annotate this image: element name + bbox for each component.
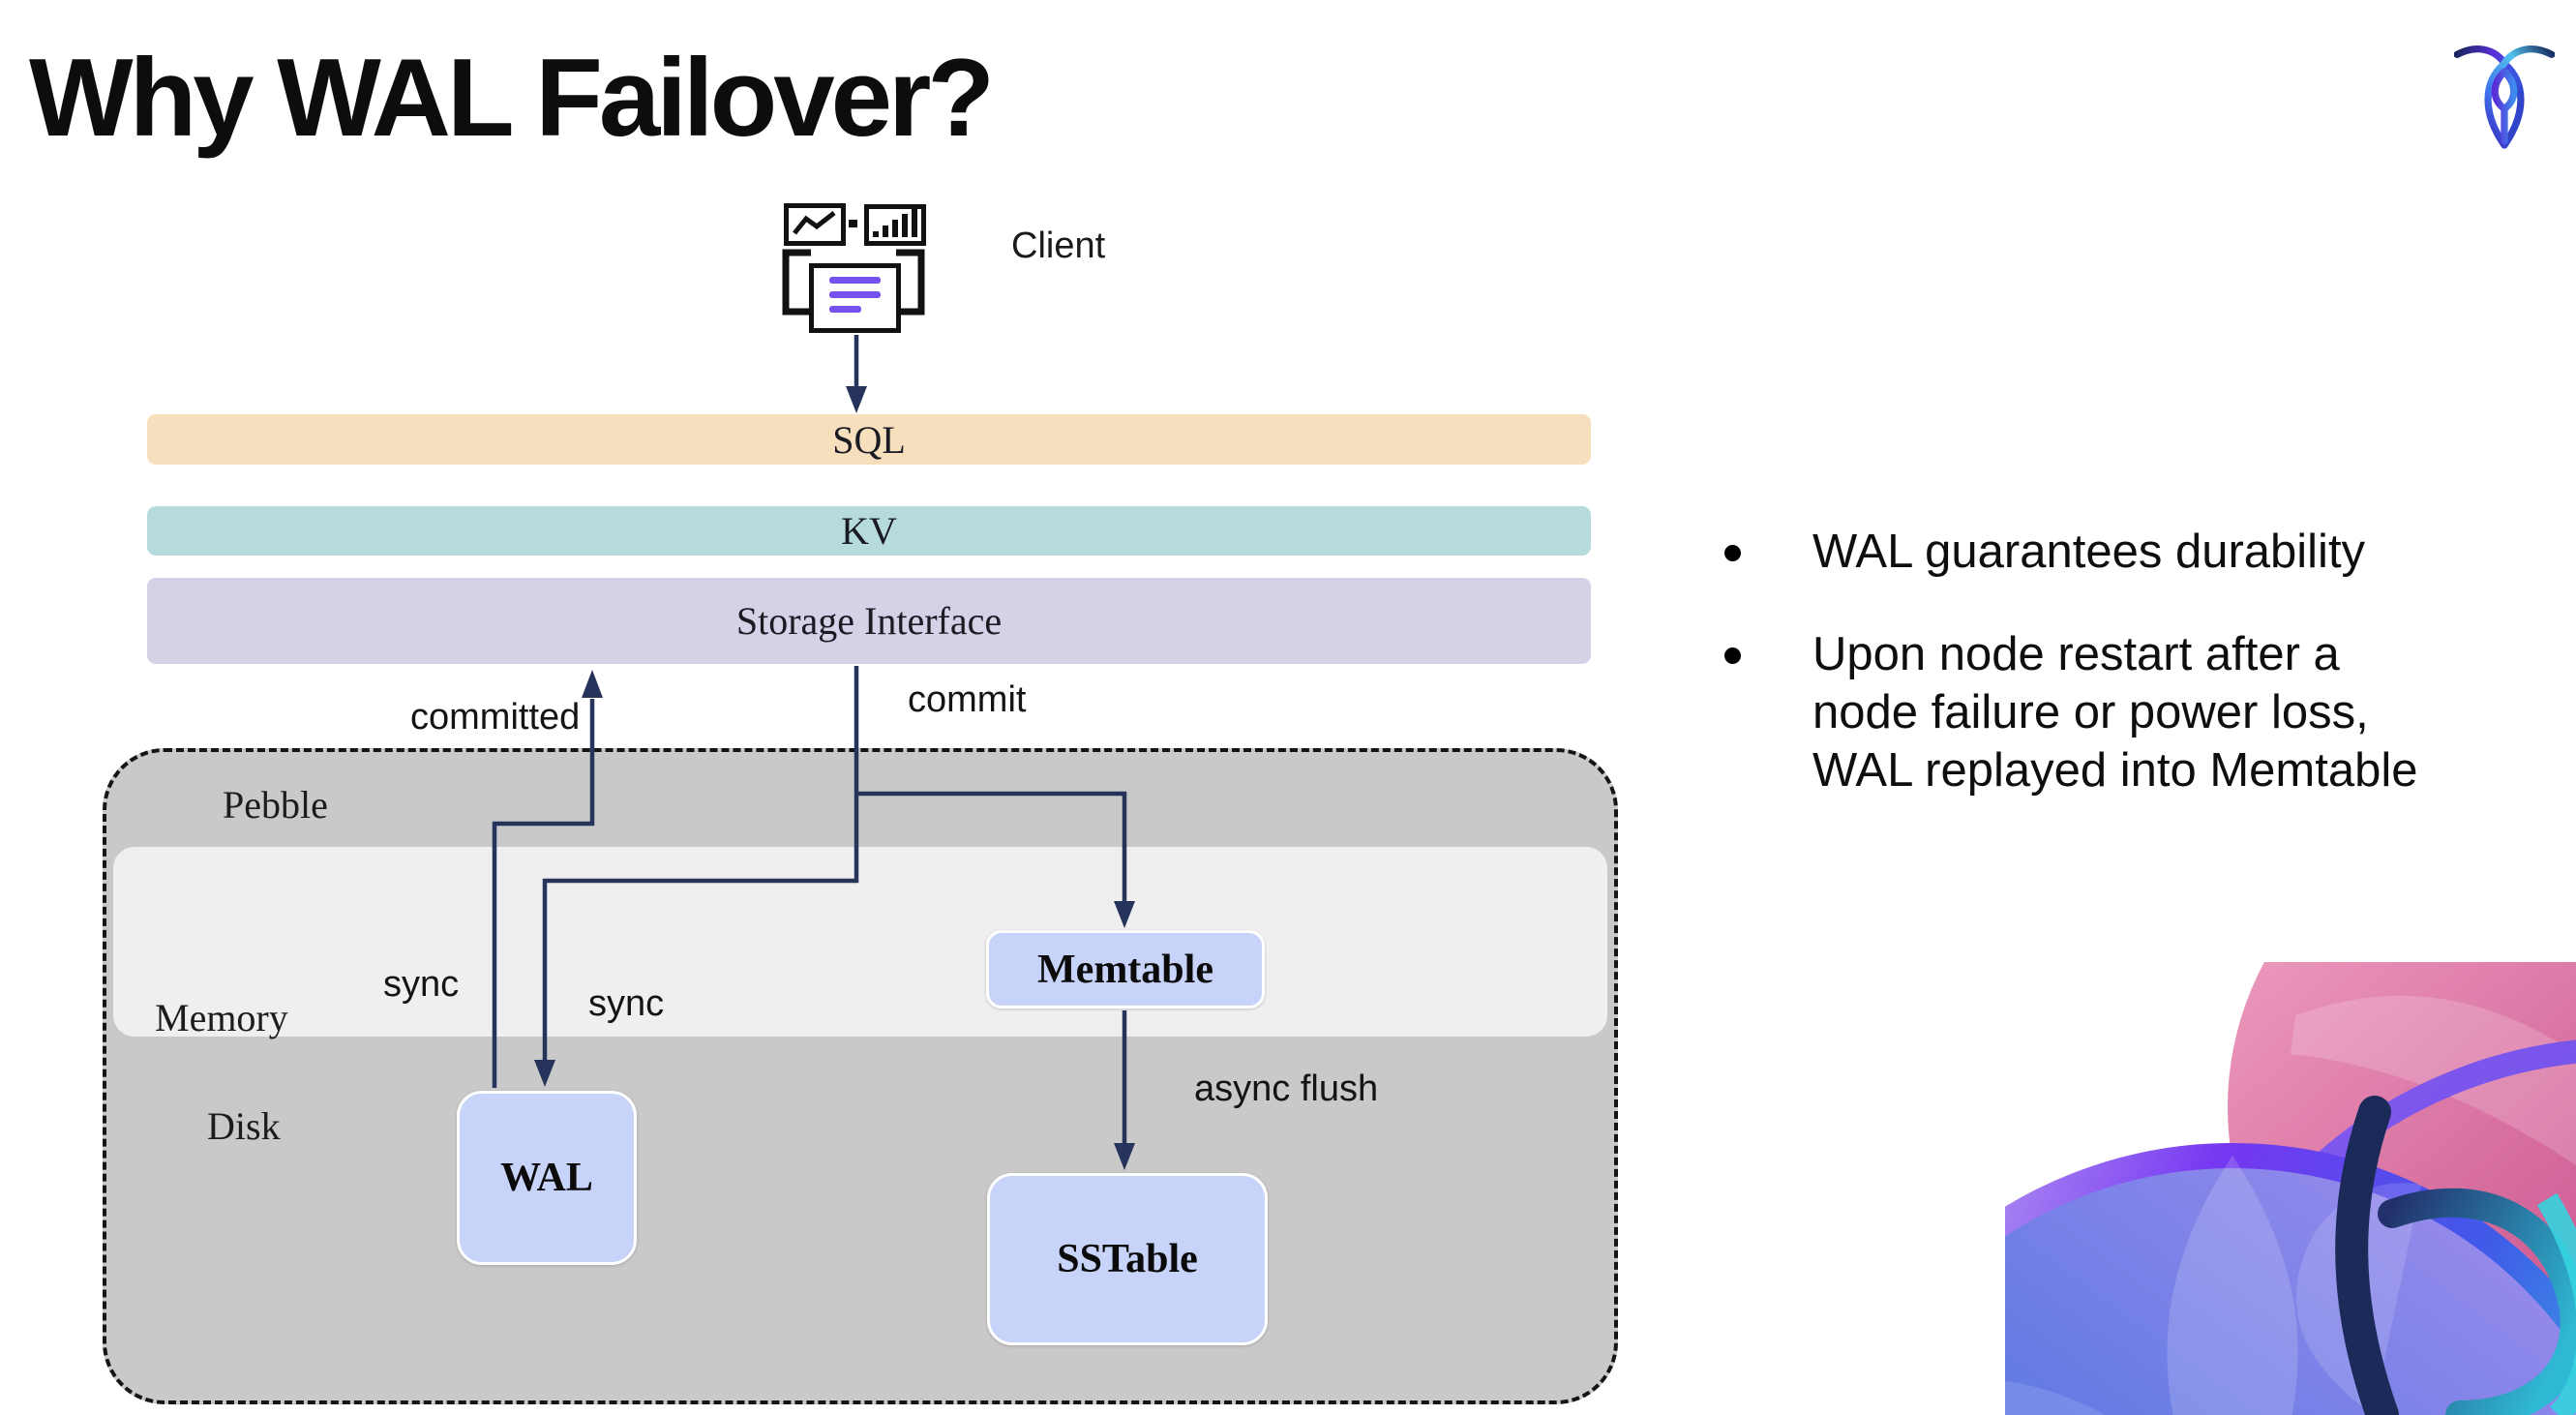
- bullet-dot: [1724, 647, 1741, 664]
- page-title: Why WAL Failover?: [29, 37, 995, 160]
- memory-band: [113, 847, 1607, 1037]
- memtable-label: Memtable: [1037, 947, 1213, 992]
- layer-sql: SQL: [147, 414, 1591, 465]
- memory-label: Memory: [155, 996, 288, 1039]
- memtable-node: Memtable: [986, 930, 1265, 1009]
- edge-label-async-flush: async flush: [1194, 1069, 1379, 1109]
- bullet-line: node failure or power loss,: [1812, 686, 2369, 738]
- layer-kv: KV: [147, 506, 1591, 556]
- separator-dash-icon: [849, 220, 857, 227]
- layer-storage-label: Storage Interface: [735, 599, 1003, 643]
- doc-line: [829, 306, 861, 313]
- line-chart-icon: [784, 203, 846, 246]
- wal-node: WAL: [457, 1091, 637, 1265]
- edge-label-commit: commit: [908, 679, 1027, 720]
- cockroachdb-logo-icon: [2454, 45, 2555, 149]
- sstable-node: SSTable: [987, 1173, 1268, 1345]
- edge-label-sync-right: sync: [588, 983, 665, 1024]
- doc-line: [829, 277, 881, 284]
- bullet-item: Upon node restart after a node failure o…: [1724, 625, 2576, 799]
- doc-line: [829, 291, 881, 298]
- bullet-line: Upon node restart after a: [1812, 628, 2340, 680]
- sstable-label: SSTable: [1057, 1237, 1198, 1281]
- edge-label-sync-left: sync: [383, 964, 460, 1005]
- layer-storage-interface: Storage Interface: [147, 578, 1591, 664]
- disk-label: Disk: [207, 1104, 281, 1148]
- bracket-icon: [782, 249, 925, 316]
- bullet-dot: [1724, 545, 1741, 561]
- edge-client-sql-arrowhead: [846, 386, 867, 413]
- cockroachdb-brand-art: [2005, 962, 2576, 1415]
- edge-committed-arrowhead: [582, 670, 603, 698]
- document-icon: [809, 263, 901, 333]
- bullet-list: WAL guarantees durability Upon node rest…: [1724, 523, 2576, 844]
- layer-kv-label: KV: [841, 509, 897, 553]
- bullet-line: WAL replayed into Memtable: [1812, 744, 2418, 797]
- edge-label-committed: committed: [410, 697, 581, 738]
- pebble-label: Pebble: [223, 783, 328, 827]
- layer-sql-label: SQL: [832, 417, 906, 462]
- wal-label: WAL: [500, 1156, 593, 1200]
- bullet-line: WAL guarantees durability: [1812, 526, 2366, 578]
- bullet-item: WAL guarantees durability: [1724, 523, 2576, 581]
- client-label: Client: [1011, 226, 1106, 266]
- bar-chart-icon: [864, 204, 926, 246]
